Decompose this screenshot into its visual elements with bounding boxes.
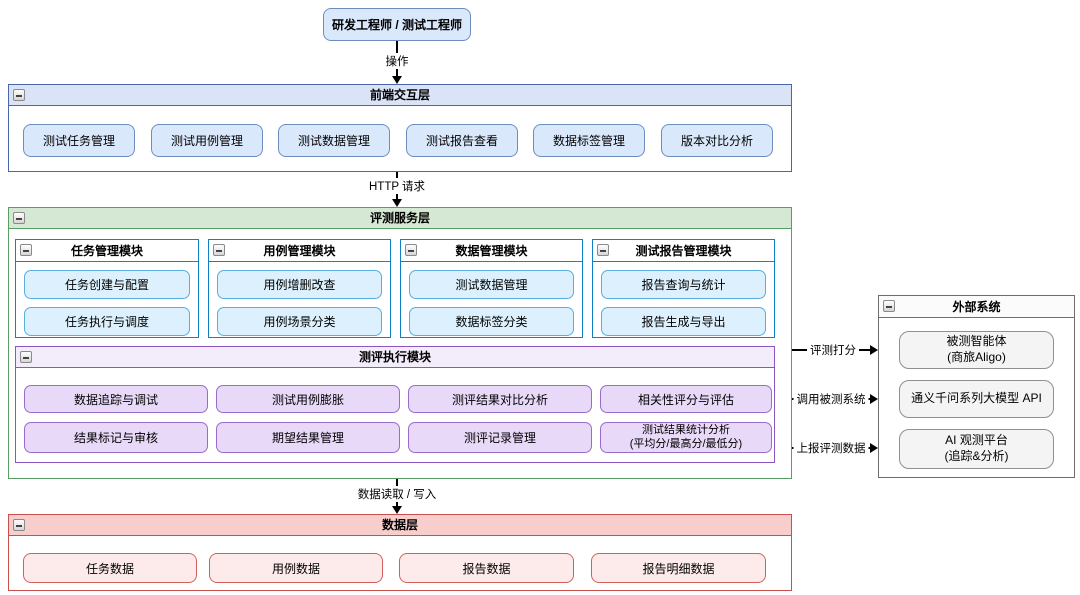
external-item-agent-under-test: 被测智能体 (商旅Aligo) xyxy=(899,331,1054,369)
module-title: 测试报告管理模块 xyxy=(635,244,732,258)
actor-node: 研发工程师 / 测试工程师 xyxy=(323,8,471,41)
external-systems-header: 外部系统 xyxy=(879,296,1074,318)
arrowhead-down-icon xyxy=(392,199,402,207)
exec-item-data-trace-debug: 数据追踪与调试 xyxy=(24,385,208,413)
data-item-task-data: 任务数据 xyxy=(23,553,197,583)
collapse-icon[interactable] xyxy=(13,519,25,531)
task-mgmt-module: 任务管理模块 任务创建与配置 任务执行与调度 xyxy=(15,239,199,338)
module-item-case-scene-classify: 用例场景分类 xyxy=(217,307,382,336)
frontend-layer-title: 前端交互层 xyxy=(369,88,430,102)
collapse-icon[interactable] xyxy=(13,89,25,101)
edge-call-sut-label: 调用被测系统 xyxy=(793,391,869,407)
service-layer-header: 评测服务层 xyxy=(9,208,791,229)
module-title: 任务管理模块 xyxy=(70,244,143,258)
frontend-layer-header: 前端交互层 xyxy=(9,85,791,106)
data-layer-header: 数据层 xyxy=(9,515,791,536)
exec-item-relevance-score-eval: 相关性评分与评估 xyxy=(600,385,772,413)
data-layer: 数据层 任务数据 用例数据 报告数据 报告明细数据 xyxy=(8,514,792,591)
data-item-report-detail-data: 报告明细数据 xyxy=(591,553,766,583)
module-header: 任务管理模块 xyxy=(16,240,198,262)
module-header: 数据管理模块 xyxy=(401,240,582,262)
module-title: 数据管理模块 xyxy=(455,244,528,258)
module-item-task-exec-schedule: 任务执行与调度 xyxy=(24,307,190,336)
frontend-item-test-case-mgmt: 测试用例管理 xyxy=(151,124,263,157)
module-item-data-label-classify: 数据标签分类 xyxy=(409,307,574,336)
external-item-qwen-llm-api: 通义千问系列大模型 API xyxy=(899,380,1054,418)
frontend-item-test-data-mgmt: 测试数据管理 xyxy=(278,124,390,157)
exec-item-result-compare-analysis: 测评结果对比分析 xyxy=(408,385,592,413)
module-title: 用例管理模块 xyxy=(263,244,336,258)
service-layer-title: 评测服务层 xyxy=(369,211,430,225)
collapse-icon[interactable] xyxy=(405,244,417,256)
collapse-icon[interactable] xyxy=(13,212,25,224)
external-item-ai-observability-platform: AI 观测平台 (追踪&分析) xyxy=(899,429,1054,469)
collapse-icon[interactable] xyxy=(20,244,32,256)
evaluation-execution-module: 测评执行模块 数据追踪与调试 测试用例膨胀 测评结果对比分析 相关性评分与评估 … xyxy=(15,346,775,463)
edge-report-data-label: 上报评测数据 xyxy=(793,440,869,456)
edge-operate-label: 操作 xyxy=(382,53,412,69)
collapse-icon[interactable] xyxy=(883,300,895,312)
exec-item-result-mark-review: 结果标记与审核 xyxy=(24,422,208,453)
module-header: 用例管理模块 xyxy=(209,240,390,262)
frontend-item-version-compare: 版本对比分析 xyxy=(661,124,773,157)
data-item-case-data: 用例数据 xyxy=(209,553,383,583)
edge-data-rw-label: 数据读取 / 写入 xyxy=(354,486,440,502)
module-item-case-crud: 用例增删改查 xyxy=(217,270,382,299)
external-systems-box: 外部系统 被测智能体 (商旅Aligo) 通义千问系列大模型 API AI 观测… xyxy=(878,295,1075,478)
arrowhead-down-icon xyxy=(392,76,402,84)
module-item-test-data-mgmt: 测试数据管理 xyxy=(409,270,574,299)
arrowhead-right-icon xyxy=(870,394,878,404)
collapse-icon[interactable] xyxy=(213,244,225,256)
frontend-item-test-task-mgmt: 测试任务管理 xyxy=(23,124,135,157)
module-title: 测评执行模块 xyxy=(358,350,431,364)
arrowhead-down-icon xyxy=(392,506,402,514)
arrowhead-right-icon xyxy=(870,443,878,453)
module-header: 测评执行模块 xyxy=(16,347,774,368)
data-layer-title: 数据层 xyxy=(381,518,418,532)
exec-item-eval-record-mgmt: 测评记录管理 xyxy=(408,422,592,453)
edge-http-label: HTTP 请求 xyxy=(365,178,429,194)
report-mgmt-module: 测试报告管理模块 报告查询与统计 报告生成与导出 xyxy=(592,239,775,338)
external-systems-title: 外部系统 xyxy=(952,300,1001,314)
collapse-icon[interactable] xyxy=(20,351,32,363)
frontend-item-data-label-mgmt: 数据标签管理 xyxy=(533,124,645,157)
frontend-item-test-report-view: 测试报告查看 xyxy=(406,124,518,157)
module-item-task-create-config: 任务创建与配置 xyxy=(24,270,190,299)
exec-item-case-expansion: 测试用例膨胀 xyxy=(216,385,400,413)
module-header: 测试报告管理模块 xyxy=(593,240,774,262)
edge-eval-score-label: 评测打分 xyxy=(807,342,859,358)
case-mgmt-module: 用例管理模块 用例增删改查 用例场景分类 xyxy=(208,239,391,338)
data-item-report-data: 报告数据 xyxy=(399,553,574,583)
data-mgmt-module: 数据管理模块 测试数据管理 数据标签分类 xyxy=(400,239,583,338)
collapse-icon[interactable] xyxy=(597,244,609,256)
exec-item-expected-result-mgmt: 期望结果管理 xyxy=(216,422,400,453)
module-item-report-query-stats: 报告查询与统计 xyxy=(601,270,766,299)
module-item-report-generate-export: 报告生成与导出 xyxy=(601,307,766,336)
exec-item-result-stats-analysis: 测试结果统计分析 (平均分/最高分/最低分) xyxy=(600,422,772,453)
arrowhead-right-icon xyxy=(870,345,878,355)
service-layer: 评测服务层 任务管理模块 任务创建与配置 任务执行与调度 用例管理模块 用例增删… xyxy=(8,207,792,479)
frontend-layer: 前端交互层 测试任务管理 测试用例管理 测试数据管理 测试报告查看 数据标签管理… xyxy=(8,84,792,172)
